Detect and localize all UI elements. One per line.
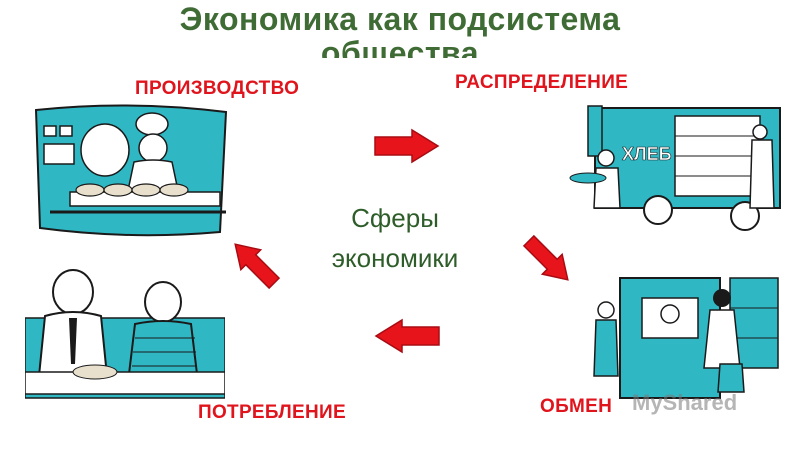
title-line-2: общества — [320, 36, 480, 58]
production-illustration — [34, 104, 228, 237]
center-text: Сферы экономики — [290, 198, 500, 278]
center-line-2: экономики — [331, 243, 459, 273]
consumption-illustration — [25, 269, 225, 399]
watermark: MyShared — [632, 390, 738, 415]
exchange-illustration — [593, 277, 779, 399]
distribution-illustration: ХЛЕБ — [569, 105, 781, 231]
label-exchange: ОБМЕН — [540, 396, 613, 417]
center-line-1: Сферы — [351, 203, 439, 233]
arrow-distribution-to-exchange — [522, 234, 569, 281]
arrow-consumption-to-production — [234, 243, 281, 290]
diagram-title: Экономика как подсистема общества — [0, 2, 800, 58]
label-consumption: ПОТРЕБЛЕНИЕ — [198, 402, 346, 423]
truck-sign: ХЛЕБ — [622, 144, 672, 164]
label-production: ПРОИЗВОДСТВО — [135, 78, 300, 99]
label-distribution: РАСПРЕДЕЛЕНИЕ — [455, 72, 629, 93]
title-line-1: Экономика как подсистема — [179, 1, 621, 37]
arrow-exchange-to-consumption — [374, 318, 440, 354]
arrow-production-to-distribution — [374, 128, 440, 164]
